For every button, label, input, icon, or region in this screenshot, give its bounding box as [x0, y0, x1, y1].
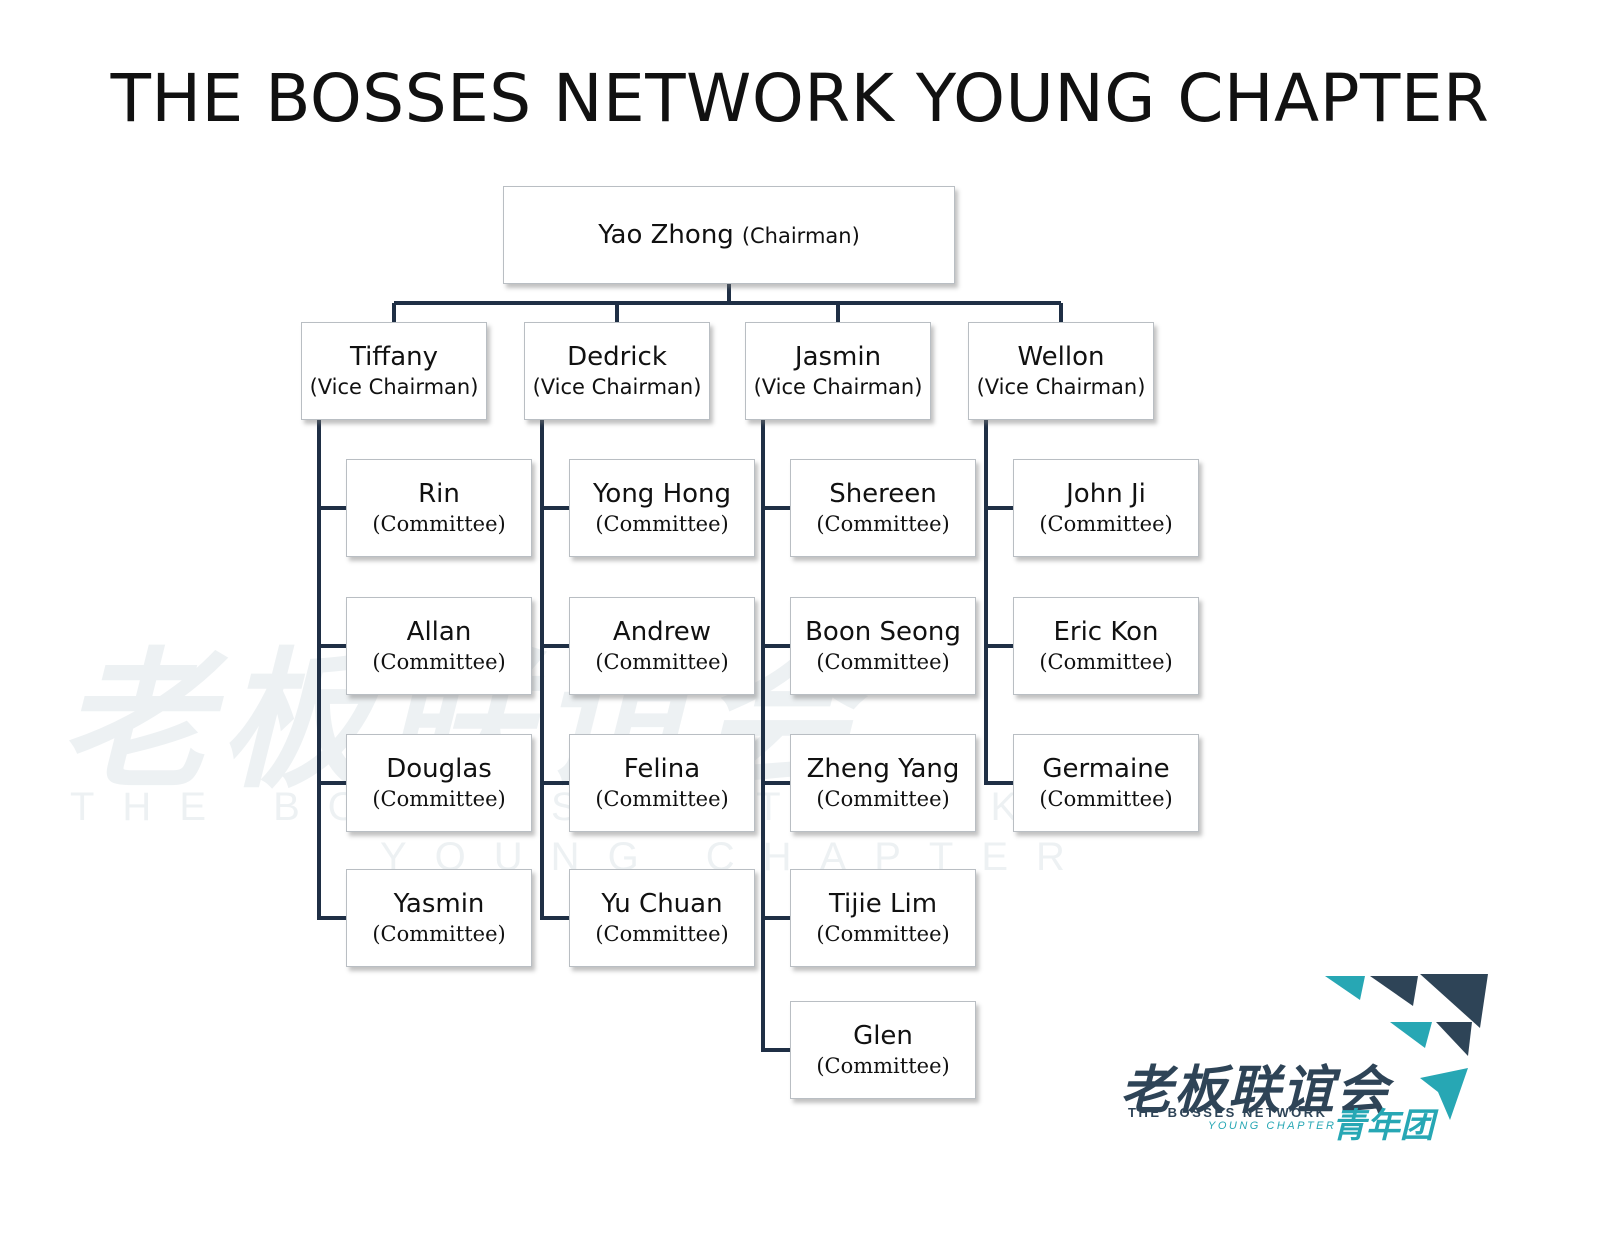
person-name: Yasmin [393, 889, 485, 919]
person-name: Felina [623, 754, 701, 784]
person-name: Yao Zhong [598, 220, 734, 250]
logo-chinese-subtext: 青年团 [1332, 1106, 1434, 1146]
person-role: (Committee) [816, 650, 950, 674]
person-name: Jasmin [794, 342, 882, 372]
person-name: Tijie Lim [828, 889, 938, 919]
committee-member-box: Allan (Committee) [346, 597, 532, 695]
person-name: Boon Seong [805, 617, 961, 647]
committee-member-box: Tijie Lim (Committee) [790, 869, 976, 967]
person-role: (Committee) [1039, 787, 1173, 811]
person-name: Yong Hong [592, 479, 732, 509]
person-role: (Committee) [595, 650, 729, 674]
person-role: (Chairman) [741, 224, 860, 248]
person-name: Dedrick [567, 342, 667, 372]
person-role: (Committee) [372, 512, 506, 536]
committee-member-box: Yu Chuan (Committee) [569, 869, 755, 967]
person-name: Eric Kon [1053, 617, 1159, 647]
person-role: (Committee) [372, 650, 506, 674]
committee-member-box: Rin (Committee) [346, 459, 532, 557]
person-role: (Committee) [372, 787, 506, 811]
chairman-box: Yao Zhong (Chairman) [503, 186, 955, 284]
person-role: (Committee) [1039, 650, 1173, 674]
person-role: (Committee) [816, 512, 950, 536]
logo-english-text: THE BOSSES NETWORK [1128, 1105, 1328, 1120]
person-name: John Ji [1066, 479, 1146, 509]
committee-member-box: Shereen (Committee) [790, 459, 976, 557]
brand-logo: 老板联谊会 THE BOSSES NETWORK YOUNG CHAPTER 青… [1120, 970, 1500, 1150]
person-name: Yu Chuan [601, 889, 723, 919]
person-role: (Committee) [816, 1054, 950, 1078]
person-name: Andrew [612, 617, 712, 647]
committee-member-box: Andrew (Committee) [569, 597, 755, 695]
person-role: (Committee) [372, 922, 506, 946]
person-name: Tiffany [349, 342, 439, 372]
committee-member-box: Eric Kon (Committee) [1013, 597, 1199, 695]
person-role: (Committee) [1039, 512, 1173, 536]
committee-member-box: Germaine (Committee) [1013, 734, 1199, 832]
person-role: (Committee) [595, 922, 729, 946]
person-name: Wellon [1017, 342, 1105, 372]
person-role: (Vice Chairman) [976, 375, 1146, 399]
vice-chairman-box: Wellon (Vice Chairman) [968, 322, 1154, 420]
vice-chairman-box: Dedrick (Vice Chairman) [524, 322, 710, 420]
committee-member-box: John Ji (Committee) [1013, 459, 1199, 557]
committee-member-box: Yong Hong (Committee) [569, 459, 755, 557]
person-name: Zheng Yang [806, 754, 960, 784]
vice-chairman-box: Jasmin (Vice Chairman) [745, 322, 931, 420]
person-role: (Vice Chairman) [532, 375, 702, 399]
committee-member-box: Boon Seong (Committee) [790, 597, 976, 695]
committee-member-box: Felina (Committee) [569, 734, 755, 832]
person-role: (Committee) [816, 922, 950, 946]
page-title: THE BOSSES NETWORK YOUNG CHAPTER [110, 60, 1490, 137]
person-name: Germaine [1042, 754, 1170, 784]
logo-chinese-text: 老板联谊会 [1120, 1061, 1391, 1121]
person-role: (Vice Chairman) [753, 375, 923, 399]
person-name: Glen [853, 1021, 913, 1051]
person-name: Douglas [386, 754, 492, 784]
logo-english-subtext: YOUNG CHAPTER [1208, 1120, 1337, 1132]
committee-member-box: Yasmin (Committee) [346, 869, 532, 967]
person-role: (Committee) [816, 787, 950, 811]
vice-chairman-box: Tiffany (Vice Chairman) [301, 322, 487, 420]
logo-bird-mark [1325, 974, 1488, 1120]
committee-member-box: Douglas (Committee) [346, 734, 532, 832]
person-role: (Committee) [595, 512, 729, 536]
person-name: Shereen [829, 479, 937, 509]
person-name: Allan [406, 617, 472, 647]
person-role: (Committee) [595, 787, 729, 811]
person-role: (Vice Chairman) [309, 375, 479, 399]
committee-member-box: Zheng Yang (Committee) [790, 734, 976, 832]
committee-member-box: Glen (Committee) [790, 1001, 976, 1099]
person-name: Rin [418, 479, 460, 509]
